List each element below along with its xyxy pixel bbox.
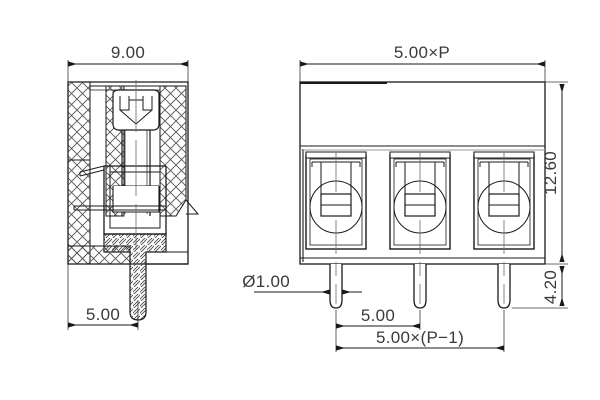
pin-3 [497, 262, 511, 309]
dim-label-pin-diameter: Ø1.00 [242, 272, 290, 291]
pin-2 [413, 262, 427, 309]
dim-label-body-height: 12.60 [541, 151, 560, 195]
dimension-labels: 9.00 5.00 5.00×P 12.60 4.20 Ø1.00 5.00 5… [86, 43, 560, 347]
dim-label-width-9: 9.00 [111, 43, 145, 62]
pole-cavity-1 [305, 151, 367, 254]
dim-label-pitch: 5.00 [361, 306, 395, 325]
pin-1 [329, 262, 343, 309]
side-section-view [67, 60, 200, 330]
dim-label-pitch-span: 5.00×(P−1) [376, 328, 464, 347]
dim-label-pin-offset-5: 5.00 [86, 305, 120, 324]
pole-cavity-2 [389, 151, 451, 254]
dim-label-pin-length: 4.20 [541, 270, 560, 304]
spring-leaf [73, 165, 166, 211]
pole-cavity-3 [473, 151, 535, 254]
front-view [254, 60, 568, 352]
dim-label-pitch-total: 5.00×P [394, 43, 450, 62]
